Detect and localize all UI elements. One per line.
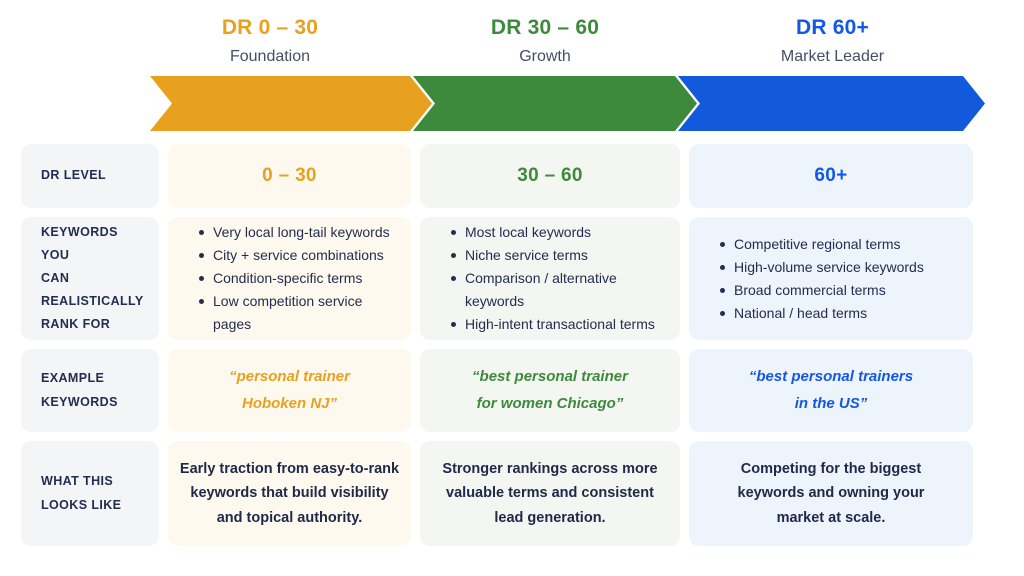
keyword-bullet-item: Low competition service pages	[199, 290, 403, 336]
stage-header-market-leader: DR 60+ Market Leader	[690, 16, 975, 66]
cell-example-growth: “best personal trainer for women Chicago…	[420, 349, 680, 432]
keyword-bullet-item: Comparison / alternative keywords	[451, 267, 672, 313]
chevron-arrow-growth	[413, 76, 697, 131]
stage-header-growth: DR 30 – 60 Growth	[420, 16, 670, 66]
keyword-bullet-item: High-volume service keywords	[720, 256, 924, 279]
cell-dr-level-market-leader: 60+	[689, 144, 973, 208]
stage-name: Growth	[519, 48, 571, 65]
keyword-bullet-item: National / head terms	[720, 302, 924, 325]
keyword-bullet-item: Broad commercial terms	[720, 279, 924, 302]
stage-name: Foundation	[229, 48, 311, 65]
cell-outcome-growth: Stronger rankings across more valuable t…	[420, 441, 680, 546]
cell-dr-level-growth: 30 – 60	[420, 144, 680, 208]
stage-dr-range: DR 30 – 60	[490, 16, 600, 39]
row-label-examples: EXAMPLE KEYWORDS	[21, 349, 159, 432]
keyword-bullet-item: Very local long-tail keywords	[199, 221, 403, 244]
cell-example-market-leader: “best personal trainers in the US”	[689, 349, 973, 432]
row-label-dr-level: DR LEVEL	[21, 144, 159, 208]
cell-dr-level-foundation: 0 – 30	[168, 144, 411, 208]
stage-dr-range: DR 60+	[796, 16, 869, 39]
comparison-table: DR LEVEL 0 – 30 30 – 60 60+ KEYWORDS YOU…	[21, 144, 973, 546]
cell-outcome-market-leader: Competing for the biggest keywords and o…	[689, 441, 973, 546]
stage-dr-range: DR 0 – 30	[221, 16, 319, 39]
chevron-arrow-foundation	[150, 76, 432, 131]
stage-arrow-band	[150, 76, 985, 131]
keyword-bullet-item: Most local keywords	[451, 221, 672, 244]
row-label-keywords: KEYWORDS YOU CAN REALISTICALLY RANK FOR	[21, 217, 159, 340]
chevron-arrow-market-leader	[678, 76, 985, 131]
keyword-bullet-item: Niche service terms	[451, 244, 672, 267]
row-label-outcome: WHAT THIS LOOKS LIKE	[21, 441, 159, 546]
cell-example-foundation: “personal trainer Hoboken NJ”	[168, 349, 411, 432]
stage-header-foundation: DR 0 – 30 Foundation	[150, 16, 390, 66]
stage-name: Market Leader	[780, 48, 885, 65]
keyword-bullet-item: City + service combinations	[199, 244, 403, 267]
keyword-bullet-item: Condition-specific terms	[199, 267, 403, 290]
keyword-bullet-item: Competitive regional terms	[720, 233, 924, 256]
cell-outcome-foundation: Early traction from easy-to-rank keyword…	[168, 441, 411, 546]
keyword-bullet-item: High-intent transactional terms	[451, 313, 672, 336]
